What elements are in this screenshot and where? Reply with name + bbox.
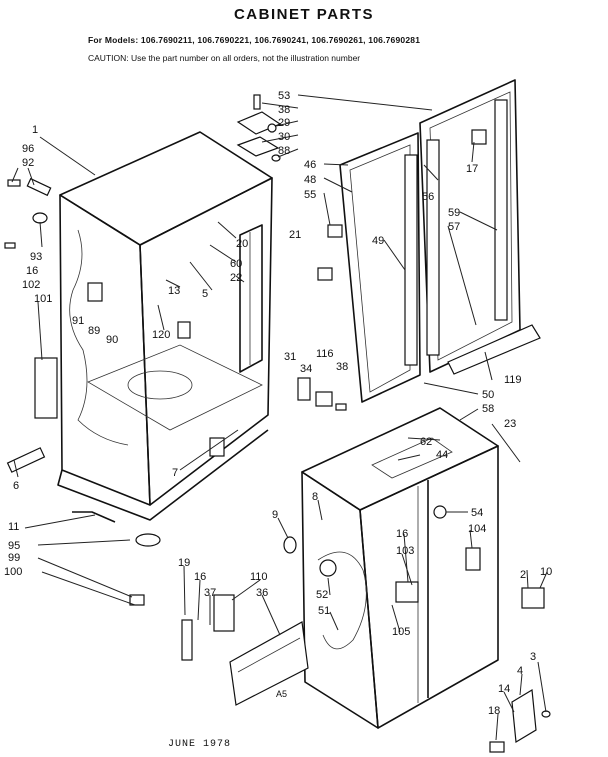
leader-lines <box>11 94 548 741</box>
callout-119: 119 <box>504 374 522 386</box>
callout-29: 29 <box>278 117 290 129</box>
callout-103: 103 <box>396 545 414 557</box>
hinge-assembly <box>236 94 282 162</box>
callout-11: 11 <box>8 521 19 533</box>
callout-88: 88 <box>278 145 290 157</box>
lower-left-parts <box>181 536 551 753</box>
callout-10: 10 <box>540 566 552 578</box>
callout-93: 93 <box>30 251 42 263</box>
callout-60: 60 <box>230 258 242 270</box>
callout-38-mid: 38 <box>336 361 348 373</box>
callout-57: 57 <box>448 221 460 233</box>
callout-96: 96 <box>22 143 34 155</box>
callout-92: 92 <box>22 157 34 169</box>
callout-34: 34 <box>300 363 312 375</box>
callout-101: 101 <box>34 293 52 305</box>
callout-labels: 1 96 92 93 16 102 101 91 89 90 6 11 95 9… <box>4 90 552 717</box>
callout-22: 22 <box>230 272 242 284</box>
callout-9: 9 <box>272 509 278 521</box>
figure-code: A5 <box>276 689 287 699</box>
callout-62: 62 <box>420 436 432 448</box>
callout-116: 116 <box>316 348 334 360</box>
callout-55: 55 <box>304 189 316 201</box>
callout-50: 50 <box>482 389 494 401</box>
callout-30: 30 <box>278 131 290 143</box>
callout-16-lower: 16 <box>194 571 206 583</box>
callout-23: 23 <box>504 418 516 430</box>
callout-4: 4 <box>517 665 523 677</box>
callout-51: 51 <box>318 605 330 617</box>
caution-note: CAUTION: Use the part number on all orde… <box>88 53 361 63</box>
lower-cabinet-shell <box>301 407 499 729</box>
upper-cabinet-shell <box>57 131 273 521</box>
callout-44: 44 <box>436 449 448 461</box>
callout-8: 8 <box>312 491 318 503</box>
callout-49: 49 <box>372 235 384 247</box>
callout-19: 19 <box>178 557 190 569</box>
center-small-parts <box>297 224 347 411</box>
diagram-title: CABINET PARTS <box>233 6 375 23</box>
callout-3: 3 <box>530 651 536 663</box>
callout-16-right: 16 <box>396 528 408 540</box>
callout-1: 1 <box>32 124 38 136</box>
callout-110: 110 <box>250 571 268 583</box>
left-small-parts <box>4 177 225 606</box>
callout-56: 56 <box>422 191 434 203</box>
callout-18: 18 <box>488 705 500 717</box>
callout-104: 104 <box>468 523 486 535</box>
callout-17: 17 <box>466 163 478 175</box>
models-line: For Models: 106.7690211, 106.7690221, 10… <box>88 35 421 45</box>
callout-89: 89 <box>88 325 100 337</box>
callout-58: 58 <box>482 403 494 415</box>
callout-54: 54 <box>471 507 483 519</box>
callout-100: 100 <box>4 566 22 578</box>
callout-7: 7 <box>172 467 178 479</box>
callout-5: 5 <box>202 288 208 300</box>
callout-120: 120 <box>152 329 170 341</box>
callout-46: 46 <box>304 159 316 171</box>
callout-2: 2 <box>520 569 526 581</box>
callout-91: 91 <box>72 315 84 327</box>
callout-53: 53 <box>278 90 290 102</box>
callout-20: 20 <box>236 238 248 250</box>
callout-21: 21 <box>289 229 301 241</box>
callout-59: 59 <box>448 207 460 219</box>
callout-36: 36 <box>256 587 268 599</box>
callout-48: 48 <box>304 174 316 186</box>
callout-90: 90 <box>106 334 118 346</box>
callout-99: 99 <box>8 552 20 564</box>
footer-date: JUNE 1978 <box>168 739 232 750</box>
callout-31: 31 <box>284 351 296 363</box>
callout-6: 6 <box>13 480 19 492</box>
callout-105: 105 <box>392 626 410 638</box>
callout-95: 95 <box>8 540 20 552</box>
door-liner-frames <box>339 79 541 403</box>
callout-37: 37 <box>204 587 216 599</box>
callout-52: 52 <box>316 589 328 601</box>
callout-102: 102 <box>22 279 40 291</box>
callout-14: 14 <box>498 683 510 695</box>
callout-13: 13 <box>168 285 180 297</box>
callout-16-left: 16 <box>26 265 38 277</box>
callout-38-top: 38 <box>278 104 290 116</box>
